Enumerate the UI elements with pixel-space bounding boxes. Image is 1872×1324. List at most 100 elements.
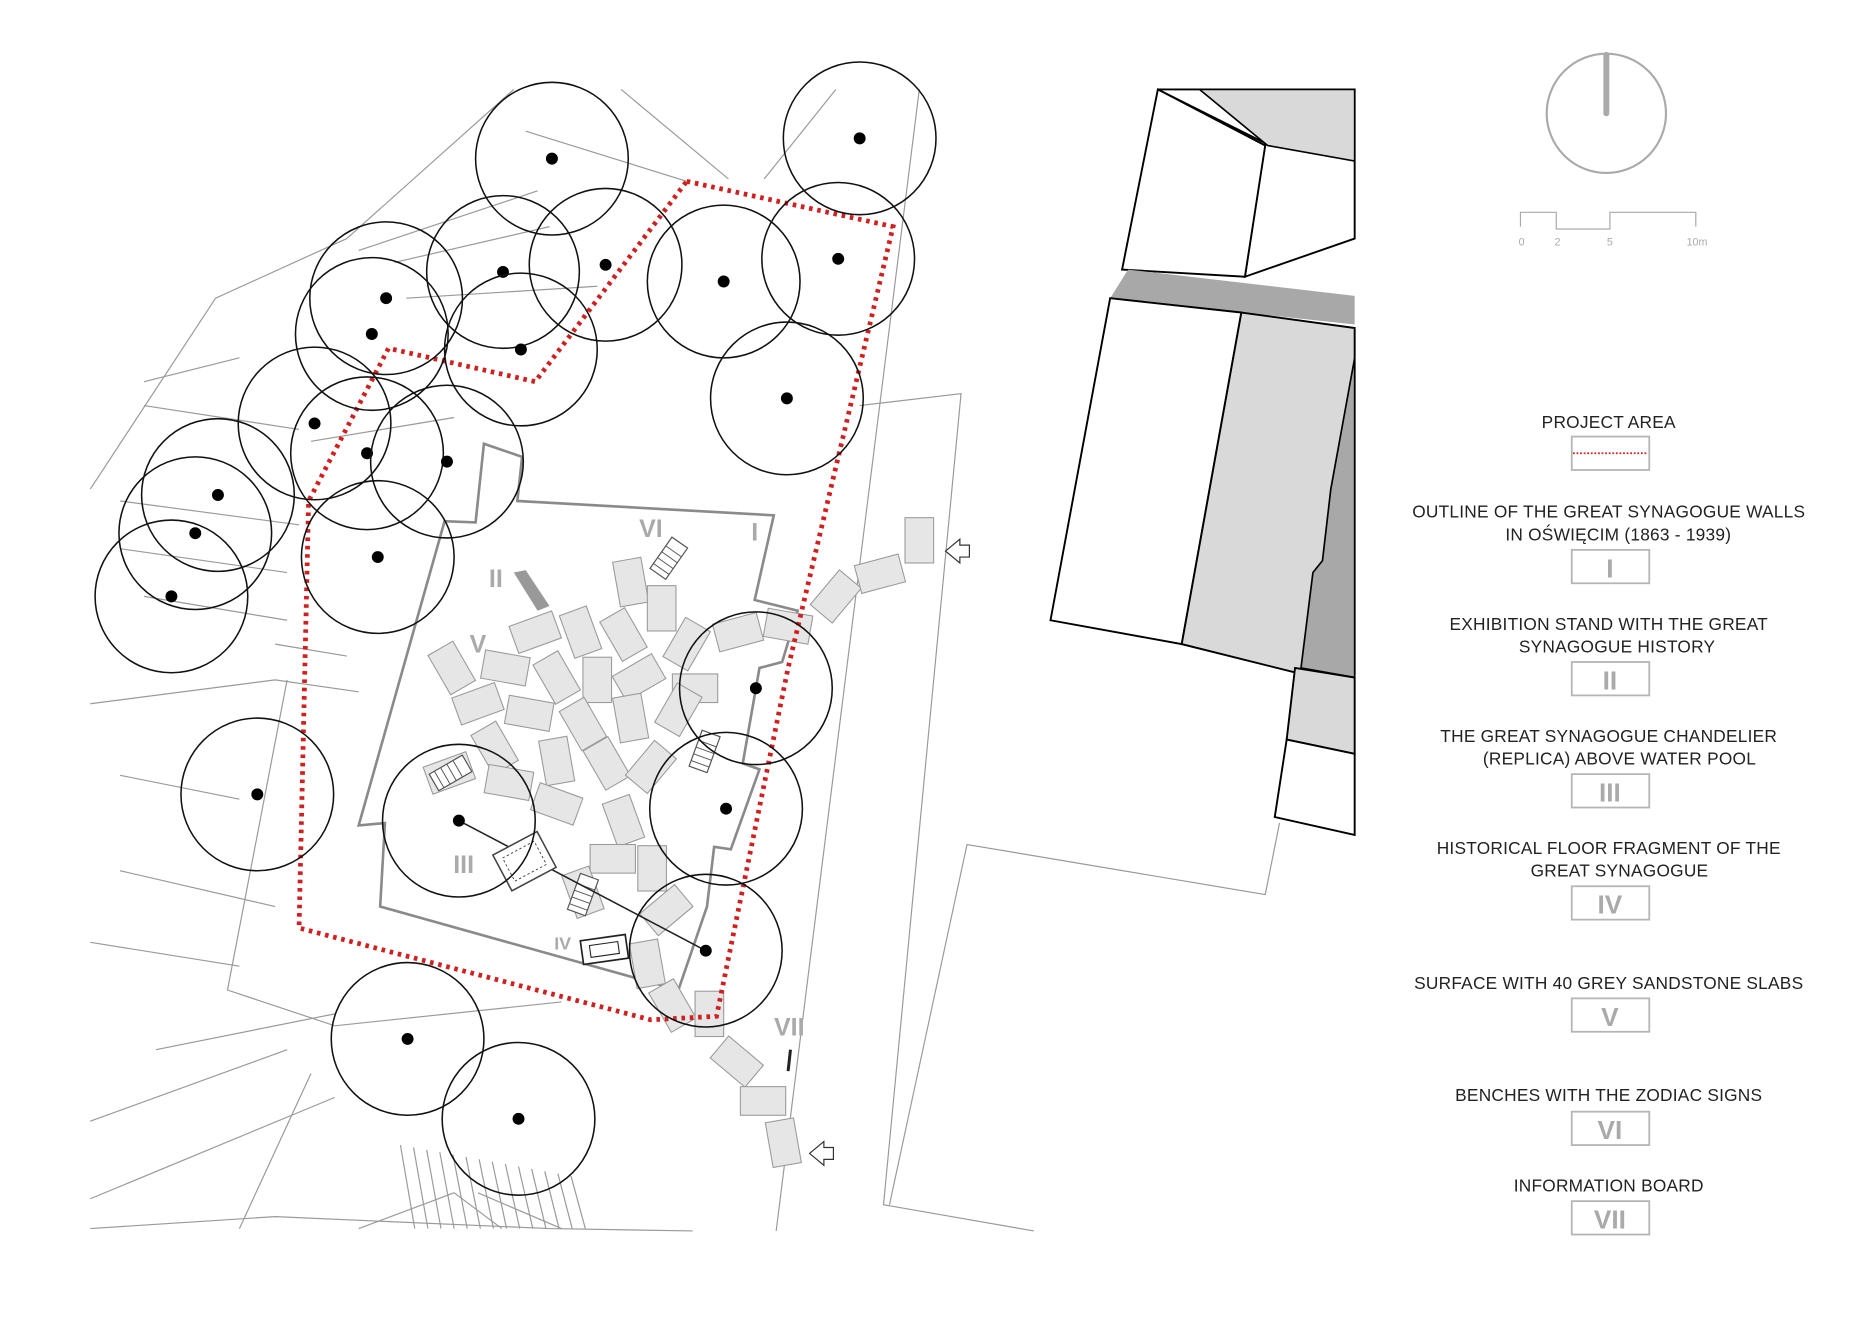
tree	[300, 479, 455, 635]
sandstone-slab	[427, 640, 477, 696]
label-ii: II	[489, 565, 503, 593]
sandstone-slab	[558, 605, 603, 660]
tree	[474, 81, 630, 236]
legend-item-exhibition-stand: EXHIBITION STAND WITH THE GREAT SYNAGOGU…	[1449, 614, 1768, 697]
svg-text:THE GREAT SYNAGOGUE CHANDELIER: THE GREAT SYNAGOGUE CHANDELIER	[1440, 726, 1777, 746]
label-vii: VII	[774, 1013, 805, 1041]
sandstone-slab	[479, 649, 531, 687]
tree-trunk-icon	[717, 275, 730, 288]
tree-trunk-icon	[699, 944, 712, 957]
sandstone-slab	[599, 607, 648, 663]
sandstone-slab	[639, 883, 694, 937]
tree-trunk-icon	[308, 417, 321, 430]
entrance-arrow-icon	[808, 1140, 835, 1167]
svg-text:VI: VI	[1598, 1115, 1623, 1145]
tree	[443, 272, 599, 427]
sandstone-slab	[538, 735, 576, 787]
legend-item-outline: OUTLINE OF THE GREAT SYNAGOGUE WALLS IN …	[1412, 502, 1805, 585]
sandstone-slab	[653, 682, 703, 738]
svg-text:10m: 10m	[1687, 237, 1708, 249]
legend-item-floor-fragment: HISTORICAL FLOOR FRAGMENT OF THE GREAT S…	[1437, 838, 1781, 921]
sandstone-slab	[904, 517, 935, 564]
sandstone-slab	[628, 938, 666, 990]
svg-text:II: II	[1603, 665, 1618, 695]
sandstone-slab	[694, 990, 725, 1038]
svg-text:BENCHES WITH THE ZODIAC SIGNS: BENCHES WITH THE ZODIAC SIGNS	[1455, 1085, 1762, 1105]
tree	[369, 384, 525, 539]
sandstone-slab	[529, 782, 584, 826]
sandstone-slab	[601, 793, 646, 848]
tree	[294, 256, 449, 412]
tree	[180, 717, 335, 872]
sandstone-slab	[809, 569, 863, 624]
sandstone-slab	[508, 610, 563, 655]
sandstone-slab	[611, 556, 650, 608]
tree-trunk-icon	[599, 258, 612, 271]
tree	[678, 611, 834, 766]
tree	[441, 1041, 596, 1196]
svg-text:EXHIBITION STAND WITH THE GREA: EXHIBITION STAND WITH THE GREAT	[1449, 614, 1768, 634]
sandstone-slab	[624, 739, 678, 795]
svg-text:IN OŚWIĘCIM (1863 - 1939): IN OŚWIĘCIM (1863 - 1939)	[1505, 524, 1731, 544]
tree-trunk-icon	[189, 527, 202, 540]
sandstone-slab	[611, 692, 650, 744]
zodiac-bench	[649, 536, 689, 581]
tree	[381, 743, 536, 898]
label-i: I	[751, 518, 758, 546]
label-iv: IV	[554, 933, 571, 953]
tree	[237, 346, 392, 501]
legend-item-information-board: INFORMATION BOARD VII	[1514, 1176, 1704, 1236]
svg-text:OUTLINE OF THE GREAT SYNAGOGUE: OUTLINE OF THE GREAT SYNAGOGUE WALLS	[1412, 502, 1805, 522]
tree-trunk-icon	[832, 252, 845, 265]
label-v: V	[470, 630, 487, 658]
sandstone-slab	[637, 845, 667, 892]
tree-trunk-icon	[365, 328, 378, 340]
sandstone-slab	[558, 696, 608, 752]
trees	[94, 61, 937, 1196]
svg-text:SYNAGOGUE HISTORY: SYNAGOGUE HISTORY	[1519, 636, 1716, 656]
svg-text:INFORMATION BOARD: INFORMATION BOARD	[1514, 1176, 1704, 1196]
tree-trunk-icon	[514, 343, 527, 356]
tree-trunk-icon	[165, 590, 178, 603]
svg-text:SURFACE WITH 40 GREY SANDSTONE: SURFACE WITH 40 GREY SANDSTONE SLABS	[1414, 973, 1803, 993]
tree-trunk-icon	[545, 152, 558, 165]
tree-trunk-icon	[512, 1112, 525, 1125]
svg-text:2: 2	[1554, 237, 1560, 249]
svg-text:III: III	[1599, 778, 1621, 808]
tree	[648, 731, 804, 886]
sandstone-slab	[451, 681, 505, 726]
tree-trunk-icon	[361, 447, 374, 460]
svg-text:VII: VII	[1594, 1205, 1626, 1235]
svg-text:HISTORICAL FLOOR FRAGMENT OF T: HISTORICAL FLOOR FRAGMENT OF THE	[1437, 838, 1781, 858]
tree	[646, 204, 801, 359]
entrance-arrow-icon	[944, 537, 970, 565]
synagogue-outline	[356, 441, 800, 992]
sandstone-slab	[662, 616, 712, 672]
scale-bar: 0 2 5 10m	[1519, 211, 1708, 249]
tree	[94, 519, 249, 674]
sandstone-slab	[853, 553, 907, 595]
tree	[289, 376, 445, 531]
sandstone-slab	[582, 735, 632, 791]
zodiac-bench	[428, 754, 473, 792]
svg-text:0: 0	[1519, 237, 1525, 249]
zodiac-bench	[688, 729, 721, 774]
legend-item-slabs: SURFACE WITH 40 GREY SANDSTONE SLABS V	[1414, 973, 1803, 1033]
legend-item-chandelier: THE GREAT SYNAGOGUE CHANDELIER (REPLICA)…	[1440, 726, 1777, 809]
svg-text:I: I	[1606, 553, 1613, 583]
sandstone-slab	[646, 585, 677, 632]
tree-trunk-icon	[371, 551, 384, 563]
svg-text:5: 5	[1607, 237, 1613, 249]
tree	[709, 321, 865, 476]
legend: PROJECT AREA OUTLINE OF THE GREAT SYNAGO…	[1412, 412, 1805, 1236]
sandstone-slab	[611, 653, 667, 702]
tree	[628, 873, 783, 1028]
legend-item-project-area: PROJECT AREA	[1542, 412, 1676, 471]
tree-trunk-icon	[211, 489, 224, 501]
historical-floor-fragment	[579, 933, 630, 966]
label-vi: VI	[639, 515, 663, 543]
sandstone-slab	[589, 843, 636, 874]
tree	[425, 194, 581, 350]
sandstone-slab	[503, 694, 555, 732]
tree	[309, 221, 464, 376]
